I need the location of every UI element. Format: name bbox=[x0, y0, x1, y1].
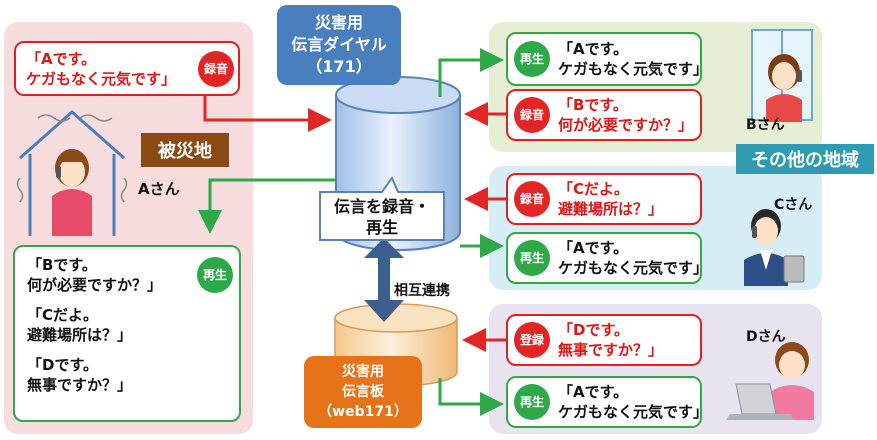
a-play-bubble: 「Bです。 何が必要ですか？」 「Cだよ。 避難場所は？」 「Dです。 無事です… bbox=[13, 245, 241, 422]
play-badge: 再生 bbox=[514, 384, 550, 420]
disaster-area-tag: 被災地 bbox=[141, 133, 229, 167]
b-play-line2: ケガもなく元気です」 bbox=[558, 60, 709, 78]
d-play-line1: 「Aです。 bbox=[558, 383, 629, 401]
c-record-bubble: 「Cだよ。 避難場所は？」 録音 bbox=[506, 173, 702, 225]
message-dial-line3: （171） bbox=[306, 57, 372, 76]
mutual-link-arrow bbox=[364, 238, 404, 322]
person-b-name: Bさん bbox=[746, 117, 785, 133]
d-register-bubble: 「Dです。 無事ですか？」 登録 bbox=[506, 314, 702, 366]
b-play-bubble: 「Aです。 ケガもなく元気です」 再生 bbox=[506, 32, 709, 86]
d-play-bubble: 「Aです。 ケガもなく元気です」 再生 bbox=[506, 376, 709, 428]
record-play-callout-shape bbox=[319, 175, 445, 241]
message-board-line2: 伝言板 bbox=[342, 384, 384, 400]
play-badge: 再生 bbox=[514, 240, 550, 276]
record-badge: 録音 bbox=[514, 181, 550, 217]
d-play-line2: ケガもなく元気です」 bbox=[558, 403, 709, 421]
c-play-line1: 「Aです。 bbox=[558, 239, 629, 257]
b-record-line2: 何が必要ですか？」 bbox=[558, 116, 694, 134]
d-register-line1: 「Dです。 bbox=[558, 321, 629, 339]
a-record-line1: 「Aです。 bbox=[26, 50, 97, 68]
b-play-arrow bbox=[438, 48, 504, 97]
message-dial-label: 災害用 伝言ダイヤル （171） bbox=[277, 5, 401, 85]
a-play-msg1-line2: 何が必要ですか？」 bbox=[27, 276, 163, 294]
c-play-line2: ケガもなく元気です」 bbox=[558, 259, 709, 277]
b-record-bubble: 「Bです。 何が必要ですか？」 録音 bbox=[506, 89, 702, 141]
callout-line1: 伝言を録音・ bbox=[333, 197, 430, 216]
person-a-house-illustration bbox=[16, 109, 128, 236]
c-record-line2: 避難場所は？」 bbox=[558, 200, 664, 218]
person-d-illustration bbox=[726, 342, 814, 420]
a-play-arrow bbox=[198, 178, 336, 234]
callout-line2: 再生 bbox=[365, 218, 398, 237]
a-play-msg3-line2: 無事ですか？」 bbox=[27, 376, 133, 394]
person-c-illustration bbox=[744, 209, 805, 286]
person-c-name: Cさん bbox=[774, 197, 813, 213]
message-dial-line1: 災害用 bbox=[314, 13, 363, 32]
message-board-label: 災害用 伝言板 （web171） bbox=[304, 356, 422, 428]
a-play-msg3-line1: 「Dです。 bbox=[27, 356, 98, 374]
person-d-name: Dさん bbox=[746, 329, 786, 345]
a-play-msg2-line1: 「Cだよ。 bbox=[27, 306, 99, 324]
a-play-msg1-line1: 「Bです。 bbox=[27, 256, 97, 274]
d-play-arrow bbox=[438, 378, 504, 416]
record-badge: 録音 bbox=[514, 97, 550, 133]
register-badge: 登録 bbox=[514, 322, 550, 358]
c-record-line1: 「Cだよ。 bbox=[558, 180, 630, 198]
play-badge: 再生 bbox=[514, 41, 550, 77]
a-record-arrow bbox=[203, 95, 332, 132]
person-a-name: Aさん bbox=[138, 180, 180, 198]
other-area-tag: その他の地域 bbox=[736, 144, 874, 174]
b-record-line1: 「Bです。 bbox=[558, 96, 628, 114]
play-badge: 再生 bbox=[197, 257, 233, 293]
person-b-illustration bbox=[751, 29, 813, 122]
b-play-line1: 「Aです。 bbox=[558, 40, 629, 58]
mutual-link-label: 相互連携 bbox=[394, 283, 450, 299]
message-board-line3: （web171） bbox=[318, 404, 408, 420]
record-badge: 録音 bbox=[198, 51, 234, 87]
record-play-callout: 伝言を録音・ 再生 bbox=[320, 196, 444, 238]
a-play-msg2-line2: 避難場所は？」 bbox=[27, 326, 133, 344]
a-record-bubble: 「Aです。 ケガもなく元気です」 録音 bbox=[14, 41, 240, 96]
a-record-line2: ケガもなく元気です」 bbox=[26, 70, 177, 88]
d-register-line2: 無事ですか？」 bbox=[558, 341, 664, 359]
c-play-bubble: 「Aです。 ケガもなく元気です」 再生 bbox=[506, 232, 709, 284]
message-dial-line2: 伝言ダイヤル bbox=[291, 35, 387, 54]
message-board-line1: 災害用 bbox=[342, 364, 384, 380]
